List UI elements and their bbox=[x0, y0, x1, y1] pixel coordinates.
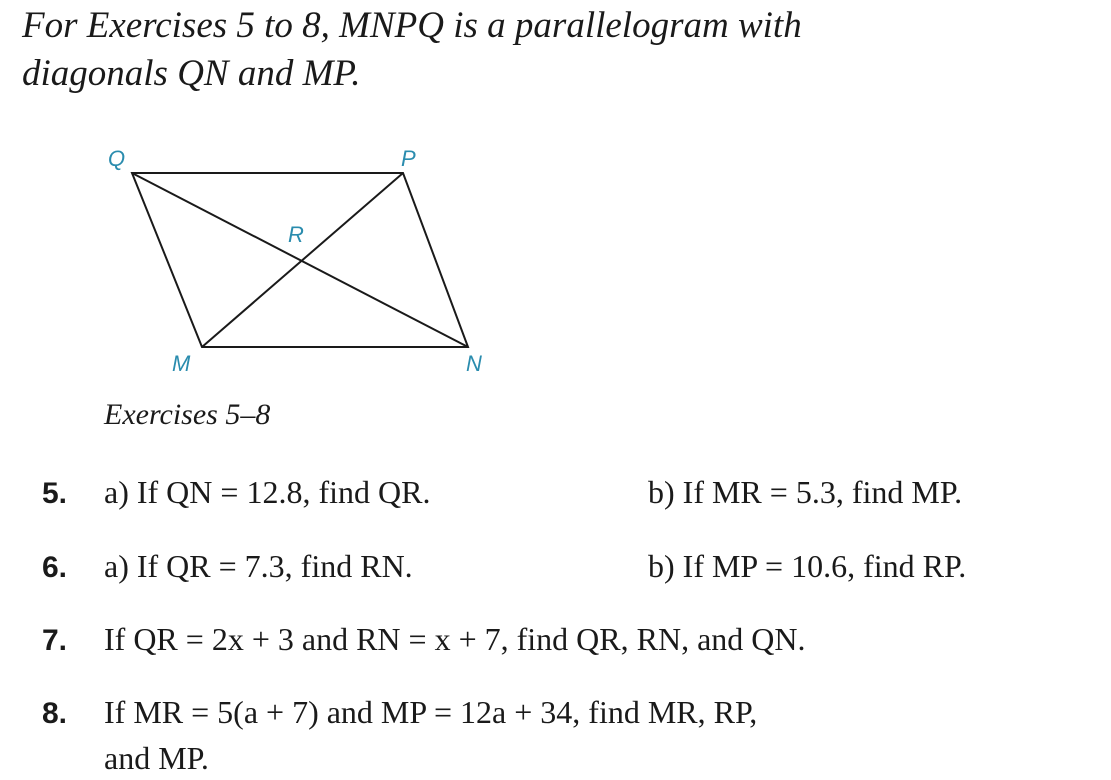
vertex-label-m: M bbox=[172, 351, 191, 376]
exercise-text: If MR = 5(a + 7) and MP = 12a + 34, find… bbox=[104, 694, 758, 730]
exercise-8: 8. If MR = 5(a + 7) and MP = 12a + 34, fi… bbox=[42, 690, 757, 780]
exercise-number: 7. bbox=[42, 624, 68, 657]
problem-intro: For Exercises 5 to 8, MNPQ is a parallel… bbox=[22, 2, 1082, 98]
vertex-label-p: P bbox=[401, 146, 416, 171]
parallelogram-figure: Q P R M N bbox=[100, 140, 520, 390]
diagonal-qn bbox=[131, 172, 469, 348]
figure-caption: Exercises 5–8 bbox=[104, 398, 271, 431]
intro-line-2: diagonals QN and MP. bbox=[22, 53, 361, 94]
exercise-number: 6. bbox=[42, 551, 68, 584]
exercise-5: 5. a) If QN = 12.8, find QR. b) If MR = 5… bbox=[42, 470, 962, 516]
exercise-text: If QR = 2x + 3 and RN = x + 7, find QR, … bbox=[104, 621, 806, 657]
exercise-text-continued: and MP. bbox=[104, 740, 209, 776]
exercise-part-b: b) If MR = 5.3, find MP. bbox=[648, 474, 963, 510]
exercise-part-b: b) If MP = 10.6, find RP. bbox=[648, 548, 967, 584]
diagonal-mp bbox=[201, 172, 404, 348]
exercise-number: 8. bbox=[42, 697, 68, 730]
vertex-label-q: Q bbox=[108, 146, 125, 171]
exercise-number: 5. bbox=[42, 477, 68, 510]
intro-line-1: For Exercises 5 to 8, MNPQ is a parallel… bbox=[22, 5, 802, 46]
exercise-7: 7. If QR = 2x + 3 and RN = x + 7, find QR… bbox=[42, 617, 805, 663]
intersection-label-r: R bbox=[288, 222, 304, 247]
parallelogram-diagram: Q P R M N bbox=[108, 146, 482, 376]
exercise-6: 6. a) If QR = 7.3, find RN. b) If MP = 10… bbox=[42, 544, 966, 590]
exercise-part-a: a) If QN = 12.8, find QR. bbox=[104, 474, 431, 510]
vertex-label-n: N bbox=[466, 351, 482, 376]
exercise-part-a: a) If QR = 7.3, find RN. bbox=[104, 548, 413, 584]
